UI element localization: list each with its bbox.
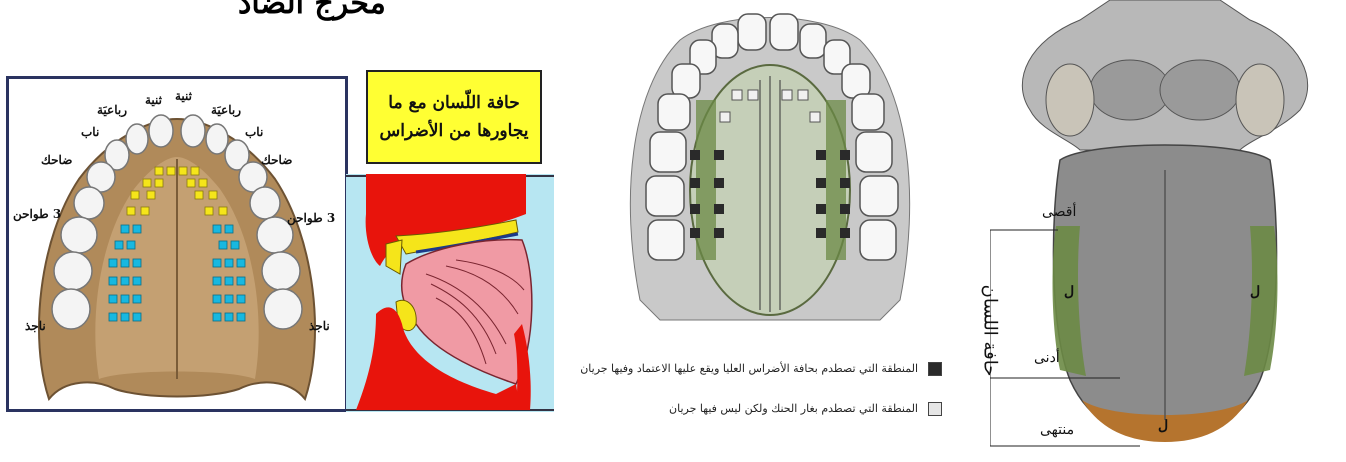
label-thaniya-2: ثنية (175, 89, 192, 103)
label-dahik-left: ضاحك (41, 153, 72, 167)
legend-item-2: المنطقة التي تصطدم بغار الحنك ولكن ليس ف… (578, 402, 918, 415)
palate-teeth-diagram: ثنية ثنية رباعيَة رباعيَة ناب ناب ضاحك ض… (6, 76, 348, 412)
label-rabaiya-right: رباعيَة (211, 103, 241, 117)
mark-tip: ل (1158, 418, 1168, 434)
label-tawahin-right: 3 طواحن (287, 211, 335, 225)
label-najid-right: ناجذ (309, 319, 330, 333)
label-dahik-right: ضاحك (261, 153, 292, 167)
caption-line-2: يجاورها من الأضراس (379, 121, 528, 141)
mark-right: ل (1250, 284, 1260, 300)
dental-arch-zones-diagram (620, 0, 920, 340)
sagittal-mouth-section (346, 174, 554, 412)
label-adna: أدنى (1034, 350, 1060, 366)
label-nab-right: ناب (245, 125, 263, 139)
tongue-illustration (990, 0, 1336, 458)
label-aqsa: أقصى (1042, 204, 1076, 220)
label-tongue-side: حافة اللسان (979, 285, 1000, 377)
sagittal-illustration (346, 174, 554, 412)
page-title: مخرج الضاد (238, 0, 386, 21)
label-najid-left: ناجذ (25, 319, 46, 333)
label-muntaha: منتهى (1040, 422, 1074, 438)
label-rabaiya-left: رباعيَة (97, 103, 127, 117)
label-thaniya: ثنية (145, 93, 162, 107)
palate-illustration (9, 79, 345, 409)
mark-left: ل (1064, 284, 1074, 300)
tongue-edge-caption: حافة اللّسان مع ما يجاورها من الأضراس (366, 70, 542, 164)
dental-arch-illustration (620, 0, 920, 340)
label-nab-left: ناب (81, 125, 99, 139)
legend-swatch-dark (928, 362, 942, 376)
caption-line-1: حافة اللّسان مع ما (388, 93, 519, 113)
tongue-diagram: أقصى أدنى منتهى حافة اللسان ل ل ل (990, 0, 1336, 458)
legend-item-1: المنطقة التي تصطدم بحافة الأضراس العليا … (578, 362, 918, 375)
legend-swatch-light (928, 402, 942, 416)
label-tawahin-left: 3 طواحن (13, 207, 61, 221)
